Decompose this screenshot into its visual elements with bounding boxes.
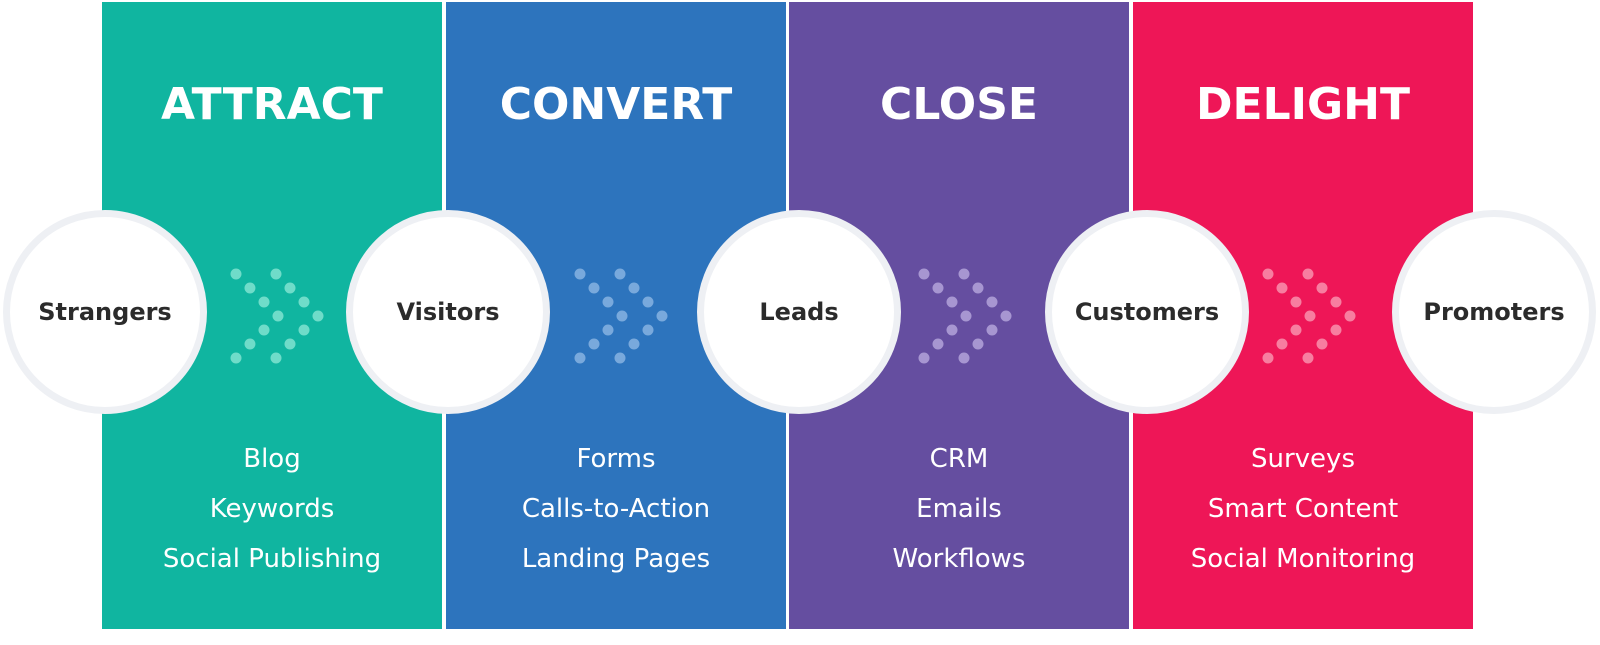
column-title: CLOSE xyxy=(880,79,1038,130)
chevron-dot xyxy=(986,296,998,308)
chevron-dot xyxy=(1276,338,1288,350)
chevron-dot xyxy=(918,352,930,364)
chevron-dot xyxy=(960,310,972,322)
chevron-dot xyxy=(946,324,958,336)
dotted-chevron-arrow-icon xyxy=(230,268,324,364)
stage-label: Strangers xyxy=(38,298,172,326)
chevron-dot xyxy=(972,338,984,350)
chevron-dot xyxy=(614,268,626,280)
stage-node-promoters: Promoters xyxy=(1392,210,1596,414)
column-title: ATTRACT xyxy=(161,79,383,130)
chevron-dot xyxy=(312,310,324,322)
chevron-dot xyxy=(258,324,270,336)
column-item: Emails xyxy=(916,494,1002,524)
chevron-dot xyxy=(298,324,310,336)
column-items: Blog Keywords Social Publishing xyxy=(102,434,442,584)
column-items: CRM Emails Workflows xyxy=(789,434,1129,584)
column-item: CRM xyxy=(929,444,989,474)
chevron-dot xyxy=(574,268,586,280)
stage-label: Leads xyxy=(759,298,839,326)
chevron-dot xyxy=(1290,296,1302,308)
chevron-dot xyxy=(1302,352,1314,364)
stage-label: Customers xyxy=(1074,298,1220,326)
chevron-dot xyxy=(1304,310,1316,322)
stage-node-leads: Leads xyxy=(697,210,901,414)
column-item: Social Monitoring xyxy=(1190,544,1416,574)
stage-node-strangers: Strangers xyxy=(3,210,207,414)
chevron-dot xyxy=(616,310,628,322)
chevron-dot xyxy=(1316,338,1328,350)
chevron-dot xyxy=(230,268,242,280)
column-items: Forms Calls-to-Action Landing Pages xyxy=(446,434,786,584)
chevron-dot xyxy=(1302,268,1314,280)
column-item: Landing Pages xyxy=(521,544,711,574)
chevron-dot xyxy=(1000,310,1012,322)
chevron-dot xyxy=(946,296,958,308)
chevron-dot xyxy=(958,352,970,364)
chevron-dot xyxy=(230,352,242,364)
chevron-dot xyxy=(244,338,256,350)
chevron-dot xyxy=(932,338,944,350)
chevron-dot xyxy=(628,282,640,294)
chevron-dot xyxy=(284,338,296,350)
column-title: CONVERT xyxy=(499,79,733,130)
chevron-dot xyxy=(1330,296,1342,308)
dotted-chevron-arrow-icon xyxy=(574,268,668,364)
column-item: Surveys xyxy=(1251,444,1355,474)
stage-node-visitors: Visitors xyxy=(346,210,550,414)
chevron-dot xyxy=(614,352,626,364)
chevron-dot xyxy=(972,282,984,294)
chevron-dot xyxy=(1290,324,1302,336)
chevron-dot xyxy=(1330,324,1342,336)
dotted-chevron-arrow-icon xyxy=(1262,268,1356,364)
chevron-dot xyxy=(602,324,614,336)
chevron-dot xyxy=(628,338,640,350)
chevron-dot xyxy=(298,296,310,308)
column-item: Workflows xyxy=(892,544,1026,574)
stage-node-customers: Customers xyxy=(1045,210,1249,414)
chevron-dot xyxy=(656,310,668,322)
column-item: Forms xyxy=(576,444,656,474)
chevron-dot xyxy=(272,310,284,322)
column-title: DELIGHT xyxy=(1196,79,1410,130)
chevron-dot xyxy=(932,282,944,294)
chevron-dot xyxy=(642,296,654,308)
stage-label: Visitors xyxy=(396,298,500,326)
column-item: Social Publishing xyxy=(162,544,382,574)
column-item: Blog xyxy=(243,444,301,474)
chevron-dot xyxy=(588,282,600,294)
column-items: Surveys Smart Content Social Monitoring xyxy=(1133,434,1473,584)
chevron-dot xyxy=(602,296,614,308)
chevron-dot xyxy=(244,282,256,294)
chevron-dot xyxy=(270,268,282,280)
column-item: Calls-to-Action xyxy=(521,494,711,524)
chevron-dot xyxy=(574,352,586,364)
chevron-dot xyxy=(918,268,930,280)
chevron-dot xyxy=(588,338,600,350)
chevron-dot xyxy=(1262,268,1274,280)
chevron-dot xyxy=(1344,310,1356,322)
stage-label: Promoters xyxy=(1423,298,1565,326)
chevron-dot xyxy=(284,282,296,294)
dotted-chevron-arrow-icon xyxy=(918,268,1012,364)
chevron-dot xyxy=(1316,282,1328,294)
chevron-dot xyxy=(642,324,654,336)
chevron-dot xyxy=(270,352,282,364)
column-item: Keywords xyxy=(209,494,335,524)
chevron-dot xyxy=(958,268,970,280)
chevron-dot xyxy=(986,324,998,336)
chevron-dot xyxy=(258,296,270,308)
chevron-dot xyxy=(1276,282,1288,294)
column-item: Smart Content xyxy=(1207,494,1399,524)
chevron-dot xyxy=(1262,352,1274,364)
